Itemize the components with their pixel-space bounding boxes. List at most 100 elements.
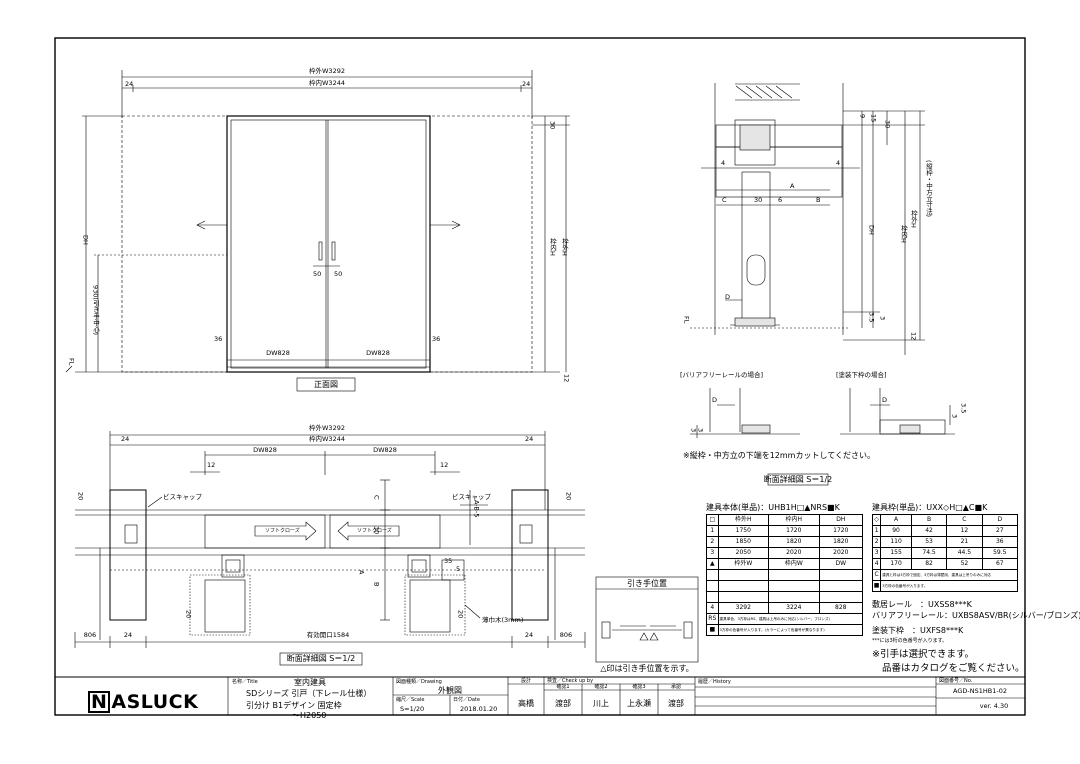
plan-dim-30: 30: [372, 526, 381, 535]
door-table-header-2-cell: 枠内W: [768, 558, 820, 570]
front-frame-h-inner: 枠内H: [548, 238, 557, 256]
tb-check-4: 渡部: [668, 699, 684, 708]
door-table-blank-row-cell: [768, 591, 820, 603]
door-table-row-cell: 2050: [717, 547, 770, 559]
door-table-row-cell: 1: [706, 525, 719, 537]
plan-dw-left: DW828: [253, 446, 277, 454]
front-pull-height: 930(引き手中心): [91, 285, 100, 335]
door-table-blank-row-cell: [706, 591, 719, 603]
door-table-header-cell: DH: [818, 514, 864, 526]
frame-table-header-cell: D: [981, 514, 1019, 526]
door-table-header-2-cell: ▲: [706, 558, 719, 570]
frame-table-row-cell: 170: [880, 558, 912, 570]
door-table-blank-row-cell: [768, 569, 820, 581]
front-dw-left: DW828: [266, 349, 290, 357]
door-table-blank-row: [706, 591, 864, 603]
sub-dim-3-b: 3: [696, 428, 705, 433]
door-table-color-note: ■3方枠の色番号が入ります。(カラーによって色番号が異なります): [706, 624, 864, 636]
parts-color-note: ***には3桁の色番号が入ります。: [872, 638, 948, 644]
plan-overlap-12-right: 12: [440, 461, 449, 469]
title-block-lines: [227, 677, 1025, 715]
door-table-blank-row-cell: [717, 569, 770, 581]
plan-caption: 断面詳細図 S＝1/2: [286, 654, 356, 663]
tb-scale-label: 縮尺／Scale: [396, 697, 425, 703]
front-handle-50-right: 50: [334, 270, 343, 278]
frame-table-row-cell: 44.5: [946, 547, 983, 559]
vertical-section-drawing: [690, 83, 925, 355]
door-table-row-cell: 828: [818, 602, 864, 614]
frame-table-header-cell: A: [880, 514, 912, 526]
tb-check-label: 検査／Check up by: [547, 678, 594, 684]
vs-dim-12: 12: [909, 332, 918, 341]
plan-dim-5: 5: [456, 565, 461, 573]
door-table-row-cell: 1820: [768, 536, 820, 548]
frame-table-row-cell: 67: [981, 558, 1019, 570]
plan-bottom-24-right: 24: [524, 631, 534, 639]
frame-table-row-cell: 155: [880, 547, 912, 559]
door-table-row-cell: 1850: [717, 536, 770, 548]
door-table-row-cell: 2020: [768, 547, 820, 559]
frame-table-row-cell: 42: [910, 525, 948, 537]
door-table-title: 建具本体(単品)：UHB1H□▲NRS■K: [706, 503, 840, 512]
door-table-header-2-cell: 枠外W: [717, 558, 770, 570]
plan-outer-width: 枠外W3292: [309, 424, 345, 432]
front-view-drawing: [65, 70, 570, 392]
door-table-blank-row: [706, 569, 864, 581]
plan-soft-close-left: ソフトクローズ: [265, 528, 300, 534]
door-table-blank-row-cell: [818, 569, 864, 581]
front-bottom-36-left: 36: [214, 335, 223, 343]
frame-table-row-cell: 21: [946, 536, 983, 548]
door-table-header-cell: □: [706, 514, 719, 526]
sub-barrier-free-title: [バリアフリーレールの場合]: [680, 371, 764, 379]
vs-dim-d: D: [725, 293, 731, 301]
plan-overlap-12-left: 12: [207, 461, 216, 469]
vs-note-side: (縦枠・中方立寸法): [924, 160, 933, 218]
tb-date-label: 日付／Date: [453, 697, 480, 703]
tb-title-line4: ～H2050: [292, 711, 327, 720]
tb-check-1: 渡部: [555, 699, 571, 708]
front-bottom-12: 12: [562, 374, 571, 383]
door-table-blank-row-cell: [818, 591, 864, 603]
tb-drawing-no-label: 図面番号／No.: [939, 678, 973, 684]
door-table-row-cell: 3: [706, 547, 719, 559]
plan-dim-20-top-left: 20: [76, 492, 85, 501]
frame-table-title: 建具枠(単品)：UXX◇H□▲C■K: [872, 503, 988, 512]
plan-left-24: 24: [121, 435, 130, 443]
vs-dim-b: B: [816, 196, 821, 204]
logo-first-letter: N: [88, 691, 111, 713]
tb-drawing-type-label: 図面種類／Drawing: [396, 679, 442, 685]
plan-soft-close-right: ソフトクローズ: [357, 528, 392, 534]
tb-title-line3: 引分け B1デザイン 固定枠: [246, 701, 342, 710]
parts-rail: 敷居レール ：UXSS8***K: [872, 600, 972, 609]
vs-fl-mark: FL: [682, 316, 691, 324]
tb-history-label: 履歴／History: [698, 679, 731, 685]
door-table-row-cell: 1820: [818, 536, 864, 548]
sheet-border: [54, 37, 1026, 716]
tb-title-line2: SDシリーズ 引戸（下レール仕様）: [246, 689, 372, 698]
front-side-24-right: 24: [522, 80, 531, 88]
tb-title-line1: 室内建具: [294, 678, 326, 687]
plan-dim-20-bottom-right: 20: [456, 610, 465, 619]
sub-dim-3-a: 3: [689, 428, 698, 433]
pull-position-title: 引き手位置: [627, 579, 667, 588]
vs-dim-4-right: 4: [836, 159, 841, 167]
front-handle-50-left: 50: [313, 270, 322, 278]
door-table-blank-row-cell: [706, 569, 719, 581]
logo-rest: ASLUCK: [111, 691, 199, 713]
pull-position-drawing: [595, 576, 699, 663]
door-table-row-cell: 1720: [818, 525, 864, 537]
frame-table-c-note-text: 建具と枠は3方枠で固定、3方枠は薄壁用、建具は上吊りのみに対応: [880, 569, 1018, 581]
vs-dim-9: 9: [858, 114, 867, 119]
frame-table-header-cell: C: [946, 514, 983, 526]
frame-table-color-note: ■3方枠の色番号が入ります。: [871, 580, 1018, 592]
parts-barrier-free: バリアフリーレール：UXBS8ASV/BR(シルバー/ブロンズ): [872, 611, 1080, 620]
frame-table-header-cell: B: [910, 514, 948, 526]
